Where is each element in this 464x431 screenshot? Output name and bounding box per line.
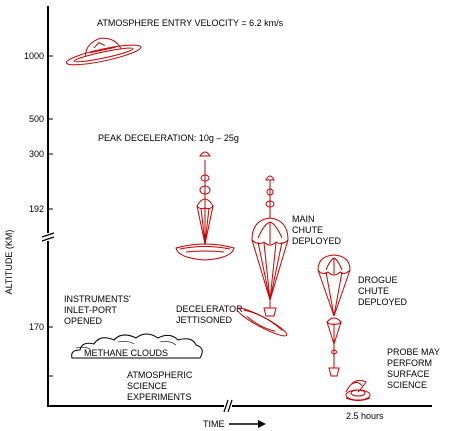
main-chute-label-3: DEPLOYED [292, 236, 342, 246]
drogue-chute-label-3: DEPLOYED [358, 297, 408, 307]
main-chute-icon [251, 175, 289, 317]
atmospheric-science-label-2: SCIENCE [127, 381, 167, 391]
instruments-label-2: INLET-PORT [64, 305, 117, 315]
drogue-chute-label-2: CHUTE [358, 286, 389, 296]
pilot-chute-heat-shield-icon [175, 151, 235, 261]
axes: 1000 500 300 192 170 ALTITUDE (KM) TIME … [4, 6, 432, 429]
drogue-chute-label-1: DROGUE [358, 275, 398, 285]
probe-science-label-3: SURFACE [387, 369, 430, 379]
landed-probe-icon [345, 379, 371, 401]
instruments-label-3: OPENED [64, 316, 103, 326]
probe-science-label-2: PERFORM [387, 358, 432, 368]
y-axis-break [41, 232, 55, 242]
atmospheric-science-label-3: EXPERIMENTS [127, 392, 192, 402]
jettisoned-decelerator-icon [236, 307, 288, 337]
main-chute-label-2: CHUTE [292, 225, 323, 235]
x-axis-break [223, 399, 233, 413]
y-tick-label-300: 300 [29, 149, 44, 159]
main-chute-label-1: MAIN [292, 214, 315, 224]
y-tick-label-1000: 1000 [24, 51, 44, 61]
instruments-label-1: INSTRUMENTS' [64, 294, 131, 304]
drogue-chute-icon [317, 254, 351, 377]
probe-science-label-1: PROBE MAY [387, 347, 440, 357]
decelerator-label-1: DECELERATOR [176, 304, 243, 314]
entry-probe-icon [65, 37, 142, 66]
x-axis-arrow [229, 420, 266, 428]
methane-clouds-label: METHANE CLOUDS [84, 348, 168, 358]
y-axis-title: ALTITUDE (KM) [4, 230, 14, 295]
methane-clouds: METHANE CLOUDS [71, 333, 203, 359]
probe-science-label-4: SCIENCE [387, 380, 427, 390]
x-end-label: 2.5 hours [346, 411, 384, 421]
decelerator-label-2: JETTISONED [176, 315, 233, 325]
x-axis-title: TIME [203, 419, 225, 429]
entry-velocity-label: ATMOSPHERE ENTRY VELOCITY = 6.2 km/s [97, 18, 284, 28]
atmospheric-science-label-1: ATMOSPHERIC [127, 370, 193, 380]
y-tick-label-170: 170 [29, 322, 44, 332]
y-tick-label-192: 192 [29, 204, 44, 214]
y-tick-label-500: 500 [29, 114, 44, 124]
peak-deceleration-label: PEAK DECELERATION: 10g – 25g [98, 133, 239, 143]
